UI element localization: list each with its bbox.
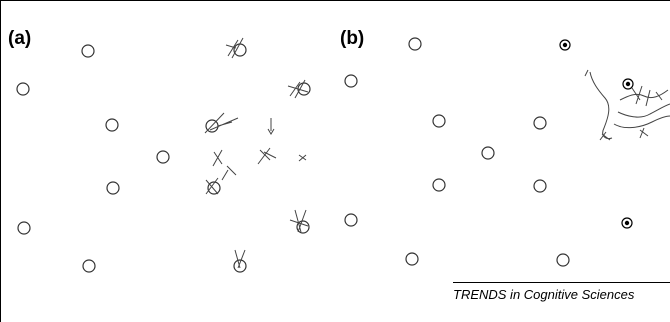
- crossed-circle: [233, 259, 247, 273]
- filled-circle: [559, 39, 571, 51]
- target-circle: [533, 116, 547, 130]
- pen-scribble: [584, 69, 670, 141]
- target-circle: [344, 74, 358, 88]
- target-circle: [156, 150, 170, 164]
- target-circle: [533, 179, 547, 193]
- panel-a-label: (a): [8, 28, 32, 49]
- target-circle: [106, 181, 120, 195]
- filled-circle-dot: [624, 220, 630, 226]
- crossed-circle: [296, 220, 310, 234]
- target-circle: [481, 146, 495, 160]
- target-circle: [408, 37, 422, 51]
- target-circle: [81, 44, 95, 58]
- target-circle: [105, 118, 119, 132]
- filled-circle: [622, 78, 634, 90]
- target-circle: [82, 259, 96, 273]
- credit-rule: [453, 282, 670, 283]
- target-circle: [405, 252, 419, 266]
- panel-b: [344, 37, 670, 267]
- target-circle: [16, 82, 30, 96]
- panel-b-label: (b): [340, 28, 365, 49]
- crossed-circle: [233, 43, 247, 57]
- panel-a: [16, 37, 311, 273]
- filled-circle: [621, 217, 633, 229]
- target-circle: [17, 221, 31, 235]
- filled-circle-dot: [625, 81, 631, 87]
- crossed-circle: [207, 181, 221, 195]
- target-circle: [432, 178, 446, 192]
- target-circle: [344, 213, 358, 227]
- credit-text: TRENDS in Cognitive Sciences: [453, 287, 635, 302]
- target-circle: [432, 114, 446, 128]
- filled-circle-dot: [562, 42, 568, 48]
- pen-marks: [204, 37, 309, 269]
- target-circle: [556, 253, 570, 267]
